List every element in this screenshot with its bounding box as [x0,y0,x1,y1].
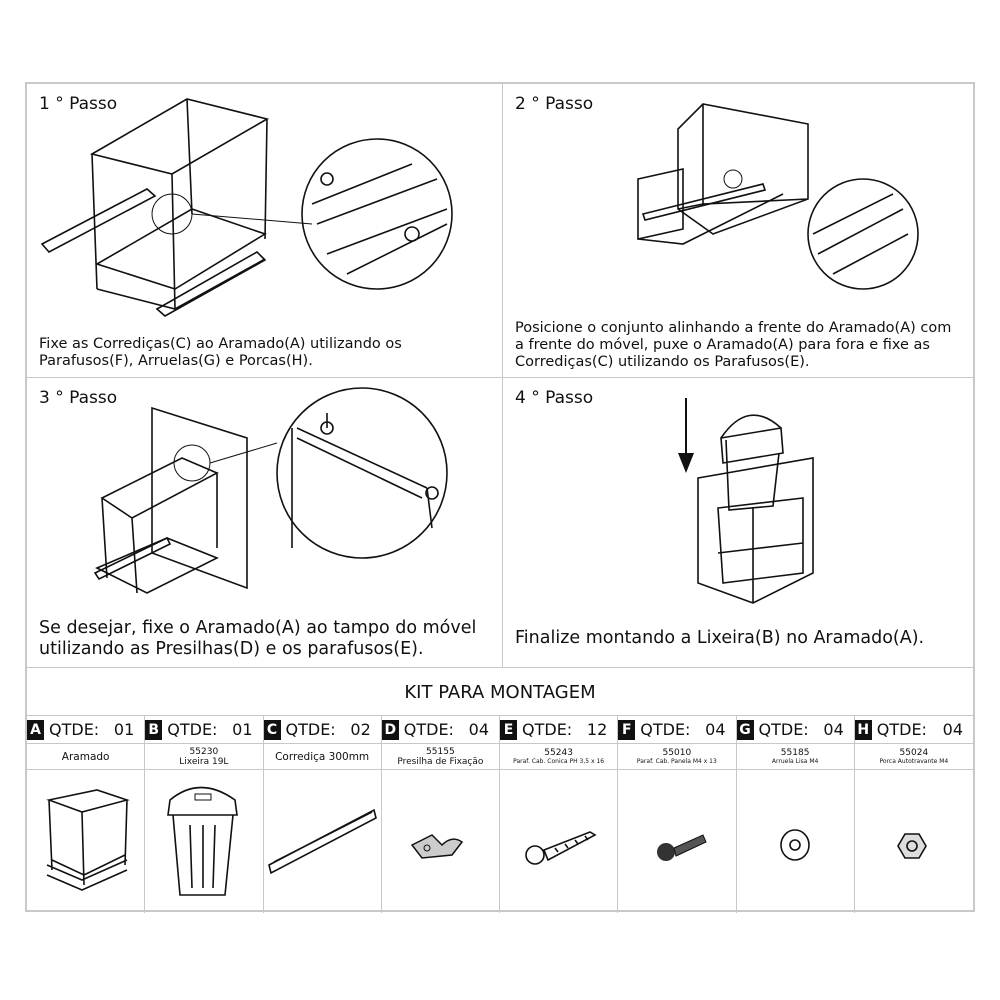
qty-value: 04 [823,720,844,739]
qty-label: QTDE: [167,720,218,739]
item-letter: A [27,719,44,740]
pan-head-screw-icon [657,834,707,861]
item-name: Presilha de Fixação [397,756,484,767]
caption-line: Fixe as Corrediças(C) ao Aramado(A) util… [39,336,402,352]
qty-label: QTDE: [285,720,336,739]
qty-value: 01 [113,720,135,739]
step-title: 4 ° Passo [515,388,594,408]
lock-nut-icon [896,833,927,859]
qty-label: QTDE: [403,720,454,739]
mounting-clip-icon [410,834,463,859]
qty-value: 01 [232,720,253,739]
item-code: 55243 [544,747,573,758]
qty-label: QTDE: [640,720,691,739]
item-name: Corrediça 300mm [275,750,370,763]
item-name: Porca Autotravante M4 [879,757,949,765]
item-code: 55024 [899,747,929,758]
caption-line: Finalize montando a Lixeira(B) no Aramad… [515,628,925,648]
step-title: 2 ° Passo [515,94,594,114]
qty-value: 04 [705,720,726,739]
countersunk-screw-icon [525,831,597,865]
item-name: Lixeira 19L [179,756,229,767]
item-letter: C [263,719,281,740]
item-letter: E [500,719,517,740]
step-2-illustration [637,103,919,290]
caption-line: utilizando as Presilhas(D) e os parafuso… [39,639,424,659]
step-title: 3 ° Passo [39,388,118,408]
qty-label: QTDE: [876,720,927,739]
item-name: Paraf. Cab. Panela M4 x 13 [636,757,717,765]
caption-line: Posicione o conjunto alinhando a frente … [515,320,952,336]
qty-value: 12 [586,720,608,739]
caption-line: Corrediças(C) utilizando os Parafusos(E)… [515,354,810,370]
divider [27,377,973,378]
item-code: 55185 [780,747,810,758]
caption-line: Se desejar, fixe o Aramado(A) ao tampo d… [39,618,477,638]
qty-label: QTDE: [49,720,100,739]
assembly-sheet: 1 ° Passo Fixe as Corrediças(C) ao Arama… [25,82,977,913]
step-3-illustration [93,387,448,594]
caption-line: Parafusos(F), Arruelas(G) e Porcas(H). [39,353,313,369]
kit-item-a: A QTDE: 01 Aramado [27,716,146,913]
item-letter: H [854,719,872,740]
qty-label: QTDE: [522,720,573,739]
item-name: Paraf. Cab. Conica PH 3,5 x 16 [513,757,605,765]
kit-title: KIT PARA MONTAGEM [404,682,596,703]
step-4-illustration [678,398,814,604]
qty-label: QTDE: [758,720,809,739]
step-2-panel: 2 ° Passo Posicione o conjunto alinhando… [503,84,977,377]
step-1-illustration [40,98,453,317]
caption-line: a frente do móvel, puxe o Aramado(A) par… [515,337,930,353]
item-code: 55155 [426,746,455,757]
item-letter: G [736,719,754,740]
drawer-slide-icon [267,808,377,875]
item-name: Aramado [61,750,110,763]
step-title: 1 ° Passo [39,94,118,114]
item-name: Arruela Lisa M4 [771,757,819,765]
wire-basket-icon [46,789,130,891]
item-letter: F [618,719,636,740]
qty-value: 04 [942,720,963,739]
qty-value: 04 [468,720,489,739]
trash-bin-icon [167,786,239,896]
divider [27,667,973,668]
washer-icon [779,829,810,861]
divider [502,84,503,667]
item-code: 55010 [662,747,692,758]
item-letter: B [145,719,163,740]
qty-value: 02 [350,720,371,739]
step-4-panel: 4 ° Passo Finalize montando a Lixeira(B)… [503,378,977,667]
step-1-panel: 1 ° Passo Fixe as Corrediças(C) ao Arama… [27,84,502,377]
item-code: 55230 [189,746,219,757]
step-3-panel: 3 ° Passo Se desejar, fixe o Aramado(A) … [27,378,502,667]
item-letter: D [381,719,399,740]
